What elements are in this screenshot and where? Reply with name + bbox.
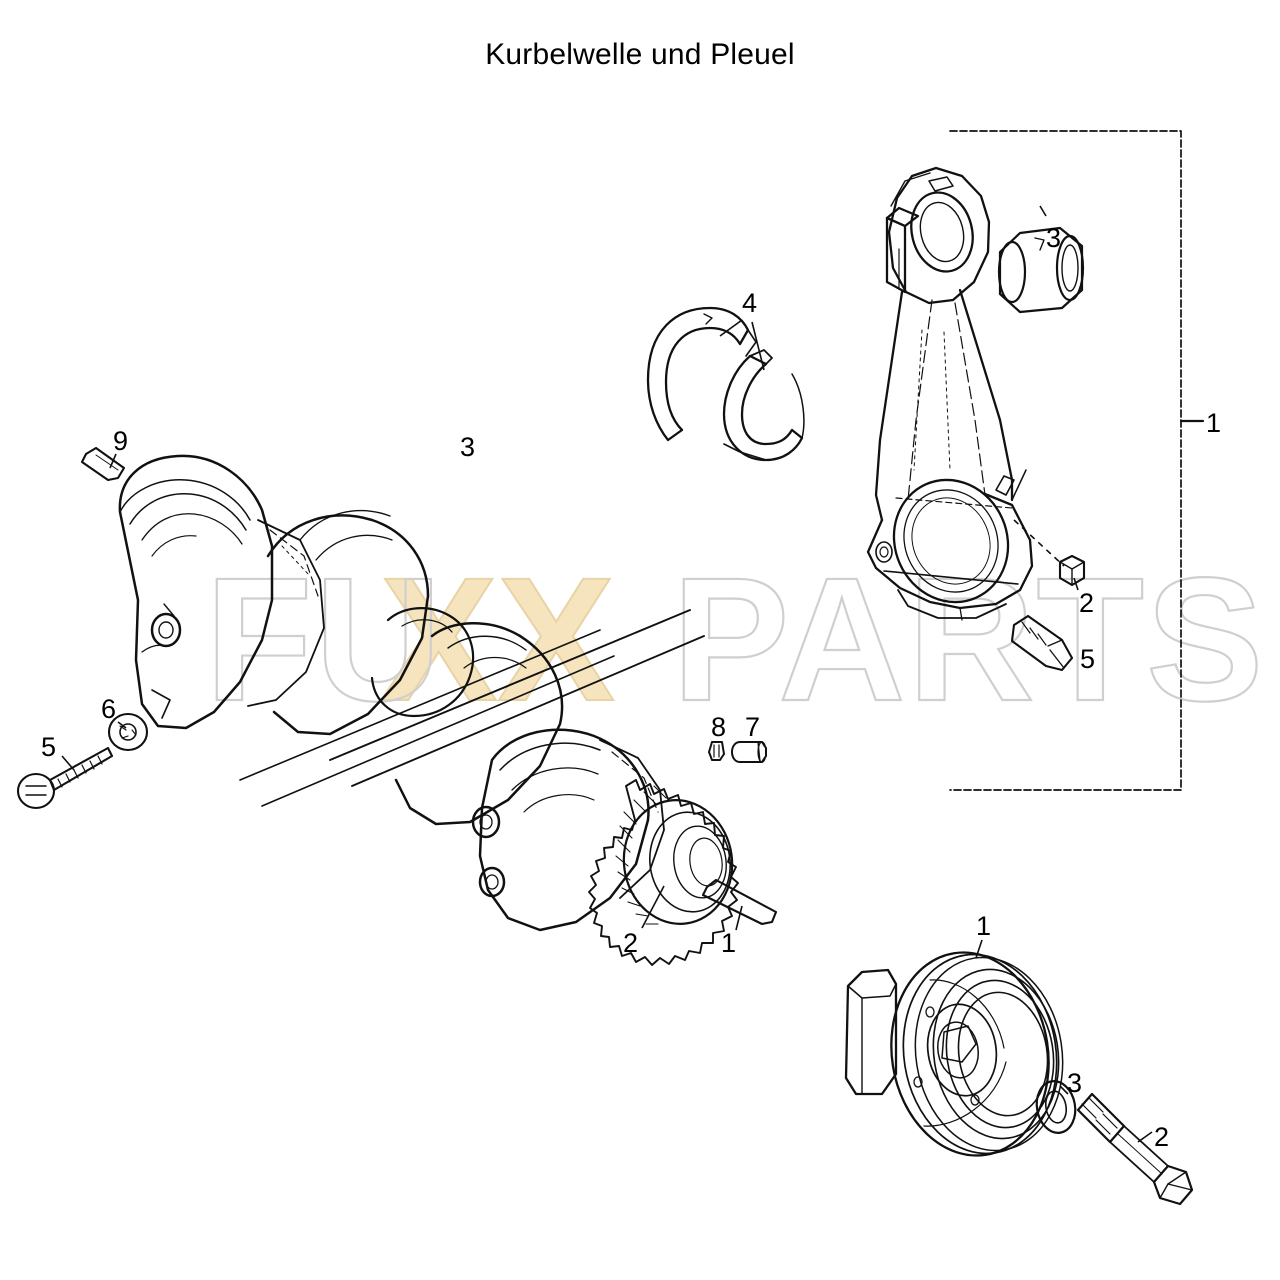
crankshaft (118, 454, 705, 932)
leader-5-left (61, 755, 75, 771)
timing-gear (588, 779, 739, 966)
leader-gear-2 (641, 885, 665, 929)
leader-bushing-3 (1039, 205, 1047, 217)
leader-conrod-nut (1073, 577, 1079, 591)
conrod-nut (1058, 554, 1086, 587)
conrod-bolt (1010, 614, 1074, 672)
leader-pulley-1 (975, 939, 983, 959)
callout-3-crankshaft: 3 (460, 432, 475, 462)
callout-5-conrod-bolt: 5 (1080, 644, 1095, 674)
callout-1-woodruff-key: 1 (721, 928, 736, 958)
leader-key-1 (735, 905, 743, 931)
bearing-shells (646, 306, 805, 462)
watermark-left-text: FU (205, 542, 444, 738)
pulley-washer (1035, 1080, 1077, 1134)
callout-2-timing-gear: 2 (623, 928, 638, 958)
pulley-damper (844, 951, 1064, 1157)
callout-2-conrod-nut: 2 (1079, 588, 1094, 618)
leader-pulley-bolt-2 (1137, 1131, 1153, 1143)
pulley-bolt (1076, 1092, 1194, 1206)
callout-3-pulley-washer: 3 (1067, 1068, 1082, 1098)
callout-5-flange-bolt: 5 (41, 732, 56, 762)
leader-6 (117, 721, 127, 729)
callout-7-small-dowel: 7 (745, 712, 760, 742)
conrod-bushing (997, 226, 1085, 314)
callout-9-dowel-pin: 9 (113, 426, 128, 456)
page-title: Kurbelwelle und Pleuel (485, 38, 795, 71)
callout-1-conrod-group: 1 (1206, 408, 1221, 438)
callout-4-bearing-shells: 4 (742, 288, 757, 318)
watermark-right-text: PARTS (672, 542, 1265, 738)
group-bracket-conrod (949, 130, 1182, 791)
leader-9 (109, 453, 117, 469)
small-ring-part8 (708, 741, 725, 761)
leader-pulley-washer-3 (1059, 1085, 1069, 1095)
callout-text-group: 1 3 2 5 4 3 9 6 5 8 7 2 1 1 3 2 (41, 223, 1221, 1152)
leader-conrod-nut2 (1013, 519, 1065, 567)
woodruff-key (701, 878, 778, 926)
callout-8-small-ring: 8 (711, 712, 726, 742)
leader-4a (719, 319, 743, 337)
small-dowel-part7 (731, 741, 767, 763)
dowel-pin (80, 446, 126, 482)
callout-1-pulley: 1 (976, 911, 991, 941)
leader-lines (61, 205, 1153, 1143)
callout-6-washer: 6 (101, 694, 116, 724)
callout-3-conrod-bushing: 3 (1046, 223, 1061, 253)
flange-bolt (16, 746, 114, 810)
leader-4b (751, 321, 765, 371)
washer (107, 712, 149, 752)
connecting-rod (866, 166, 1034, 621)
callout-2-pulley-bolt: 2 (1154, 1122, 1169, 1152)
